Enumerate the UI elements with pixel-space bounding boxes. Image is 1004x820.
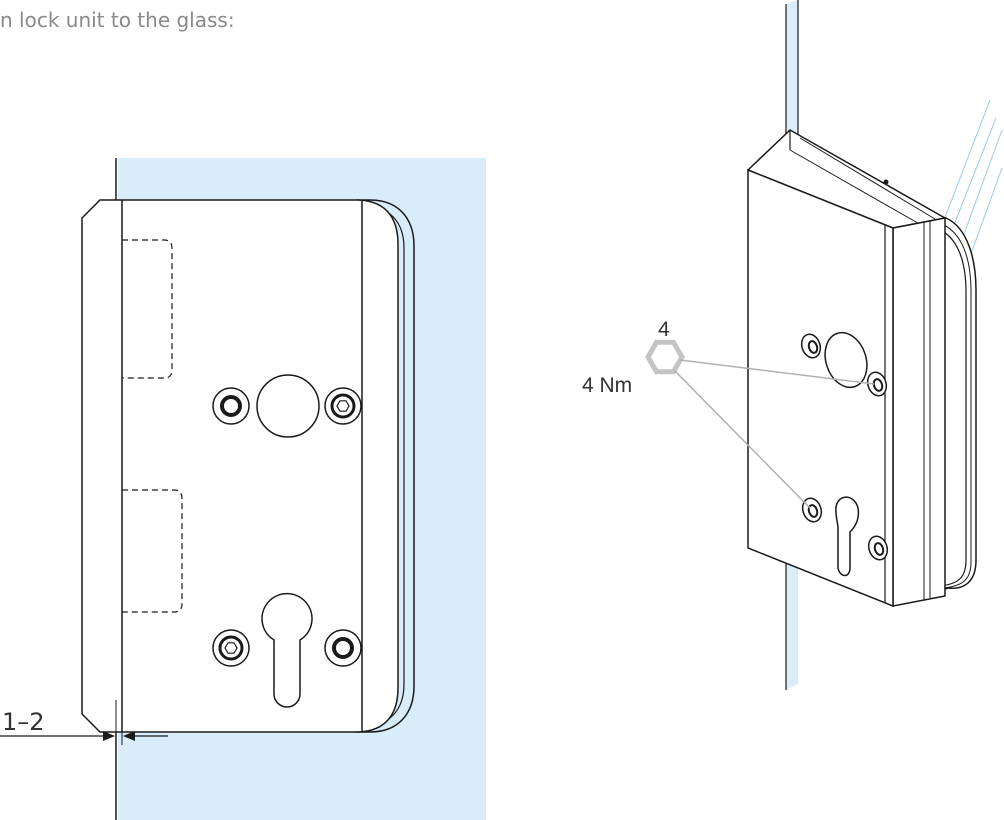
torque-label: 4 Nm (582, 374, 632, 397)
iso-view: 4 4 Nm (582, 0, 1003, 690)
hex-socket-icon (336, 400, 350, 412)
screw-upper-left (212, 387, 250, 425)
dimension-arrow-right (103, 731, 115, 741)
glass-hatch (943, 99, 1003, 263)
screw-lower-left (212, 629, 250, 667)
screw-upper-right (324, 387, 362, 425)
hex-socket-icon (224, 642, 238, 654)
gap-dimension: 1–2 (0, 700, 168, 745)
hidden-pocket-lower (122, 489, 183, 613)
gap-dimension-label: 1–2 (2, 708, 45, 736)
screw-lower-right (324, 629, 362, 667)
instruction-caption: n lock unit to the glass: (0, 8, 235, 32)
iso-latch-hole (824, 331, 868, 389)
iso-screw-lower-left (801, 497, 823, 523)
front-view: 1–2 (0, 158, 486, 820)
iso-screw-lower-right (867, 535, 889, 561)
leader-line-upper (679, 359, 875, 385)
leader-line-lower (673, 369, 811, 509)
back-plate-outline (356, 199, 415, 733)
iso-front-face (747, 168, 894, 608)
iso-cylinder-cutout (835, 496, 860, 577)
hex-key-size-label: 4 (658, 318, 670, 341)
hidden-pocket-upper (122, 239, 173, 379)
latch-hole (256, 374, 320, 438)
dimension-arrow-left (123, 731, 135, 741)
hex-key-icon (645, 339, 685, 375)
iso-screw-upper-left (800, 333, 822, 359)
iso-side-face (892, 217, 946, 607)
lock-body-outline (81, 199, 399, 733)
iso-top-vent (883, 179, 889, 185)
cylinder-cutout (261, 592, 313, 708)
iso-screw-upper-right (866, 371, 888, 397)
